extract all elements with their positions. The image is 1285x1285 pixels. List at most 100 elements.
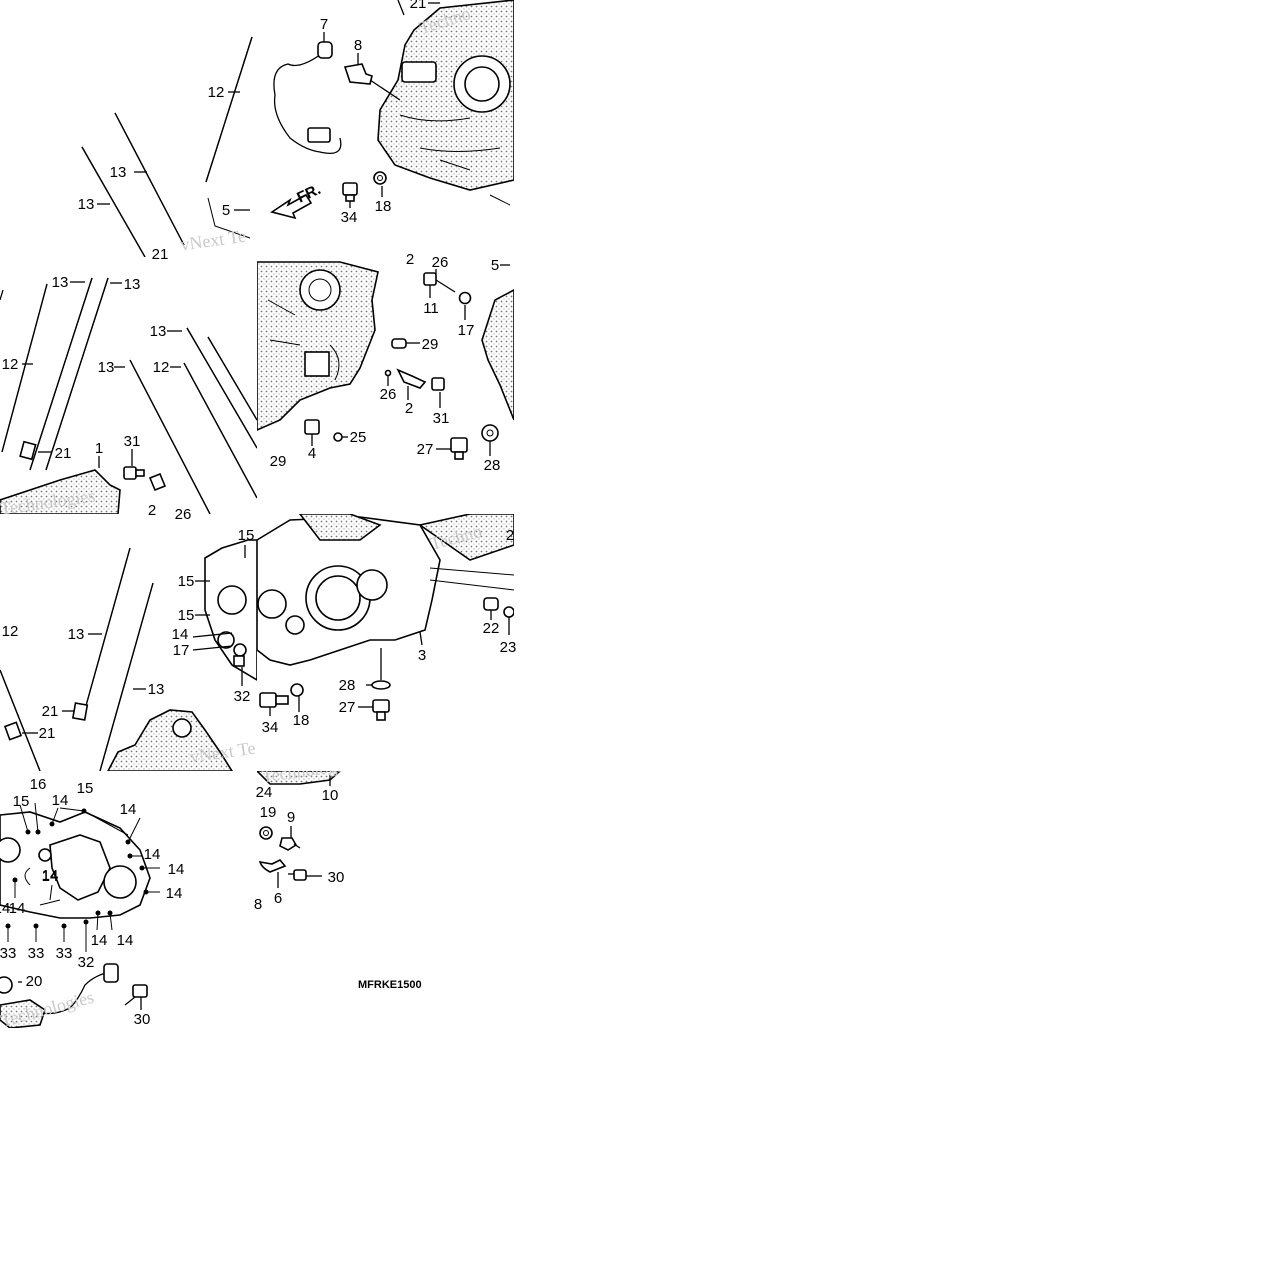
callout-c21top: 21: [410, 0, 427, 12]
callout-c10: 10: [322, 787, 339, 804]
sensor-7-head: [317, 41, 333, 59]
case-ribs: [267, 299, 340, 381]
callout-c13d: 13: [124, 276, 141, 293]
left-bore-a: [257, 589, 287, 619]
callout-c13b: 13: [78, 196, 95, 213]
leader-3: [419, 631, 423, 646]
callout-c14f: 14: [166, 885, 183, 902]
watermark-a: vNext Te: [179, 226, 247, 255]
callout-c29a: 29: [270, 453, 287, 470]
callout-c21b: 21: [55, 445, 72, 462]
callout-c19: 19: [260, 804, 277, 821]
callout-c21a: 21: [152, 246, 169, 263]
callout-c33c: 33: [56, 945, 73, 962]
callout-c18b: 18: [293, 712, 310, 729]
callout-c34b: 34: [262, 719, 279, 736]
watermark-f: Technologies: [0, 987, 96, 1031]
crankcase-right-edge: [481, 289, 514, 421]
bolt-30a: [124, 984, 148, 1006]
crankcase-top-shadow: [298, 514, 382, 541]
left-bore-b: [285, 615, 305, 635]
washer-18a: [373, 171, 387, 185]
bolt-27a: [450, 437, 468, 460]
crankcase-half-lower: [107, 709, 233, 771]
callout-c11: 11: [423, 300, 439, 317]
washer-18a-hole: [377, 175, 383, 181]
tile-studs-upper-left: vNext Te: [81, 36, 253, 257]
callout-c14a: 14: [172, 626, 189, 643]
callout-c18a: 18: [375, 198, 392, 215]
callout-c14e: 14: [168, 861, 185, 878]
callout-c12d: 12: [2, 623, 19, 640]
sensor-7-connector: [307, 127, 331, 143]
tile-crankcase-lower: Techno: [257, 514, 514, 721]
callout-c25: 25: [350, 429, 367, 446]
cover-bore: [217, 585, 247, 615]
bracket-6: [258, 859, 287, 873]
crankcase-half-1: [0, 469, 121, 514]
callout-c13a: 13: [110, 164, 127, 181]
front-arrow-label: FR.: [294, 181, 323, 207]
callout-c15d: 15: [13, 793, 30, 810]
cover-hole-c: [38, 848, 52, 862]
crank-bore: [299, 269, 341, 311]
pin-26c: [384, 369, 392, 377]
washer-17a: [458, 291, 472, 305]
sensor-20-body: [0, 999, 46, 1028]
crankcase-right-corner: [418, 514, 514, 561]
callout-c13g: 13: [68, 626, 85, 643]
callout-c33b: 33: [28, 945, 45, 962]
dowel-21b: [19, 440, 37, 461]
callout-c7: 7: [320, 16, 328, 33]
mount-boss: [401, 61, 437, 83]
callout-c27a: 27: [417, 441, 434, 458]
leader-14a: [192, 632, 233, 638]
callout-c14i: 14: [0, 900, 10, 917]
switch-9: [279, 837, 301, 851]
callout-c1: 1: [95, 440, 103, 457]
callout-c30b: 30: [328, 869, 345, 886]
callout-c32b: 32: [78, 954, 95, 971]
lower-bore: [172, 718, 192, 738]
main-bore-inner: [315, 575, 361, 621]
sensor-7-cable: [273, 51, 342, 155]
crankcase-half-mid: [257, 261, 379, 431]
callout-c28a: 28: [484, 457, 501, 474]
cover-hole-b: [103, 865, 137, 899]
callout-c29b: 29: [422, 336, 439, 353]
washer-18b: [290, 683, 304, 697]
crankcase-fragment: [257, 771, 342, 785]
callout-c8: 8: [354, 37, 362, 54]
dowel-21d: [3, 721, 23, 741]
dowel-pin: [489, 194, 511, 206]
callout-c13e: 13: [150, 323, 167, 340]
callout-c16: 16: [30, 776, 47, 793]
bracket-2b: [396, 368, 427, 389]
callout-c13f: 13: [98, 359, 115, 376]
callout-c24: 24: [256, 784, 273, 801]
crankcase-ribs: [399, 114, 501, 171]
callout-c2a: 2: [148, 502, 156, 519]
callout-c15e: 15: [77, 780, 94, 797]
callout-c32a: 32: [234, 688, 251, 705]
callout-c14j: 14: [91, 932, 108, 949]
shaft-pin: [429, 567, 514, 591]
washer-28a: [481, 424, 499, 442]
callout-c23: 23: [500, 639, 517, 656]
washer-28b: [371, 680, 391, 690]
bolt-34a: [342, 182, 358, 202]
tile-sensor-crankcase: Techno: [270, 0, 514, 220]
sensor-20-grommet: [0, 976, 13, 994]
callout-c4: 4: [308, 445, 316, 462]
callout-c14g: 14: [42, 868, 59, 885]
switch-8: [343, 63, 373, 85]
callout-c2top: 2: [406, 251, 414, 268]
oil-seal: [24, 867, 61, 906]
callout-c21d: 21: [39, 725, 56, 742]
callout-c15b: 15: [178, 573, 195, 590]
cover-boss-a: [217, 631, 235, 649]
callout-c21c: 21: [42, 703, 59, 720]
washer-19: [259, 826, 273, 840]
callout-c31a: 31: [124, 433, 141, 450]
callout-c2b: 2: [405, 400, 413, 417]
